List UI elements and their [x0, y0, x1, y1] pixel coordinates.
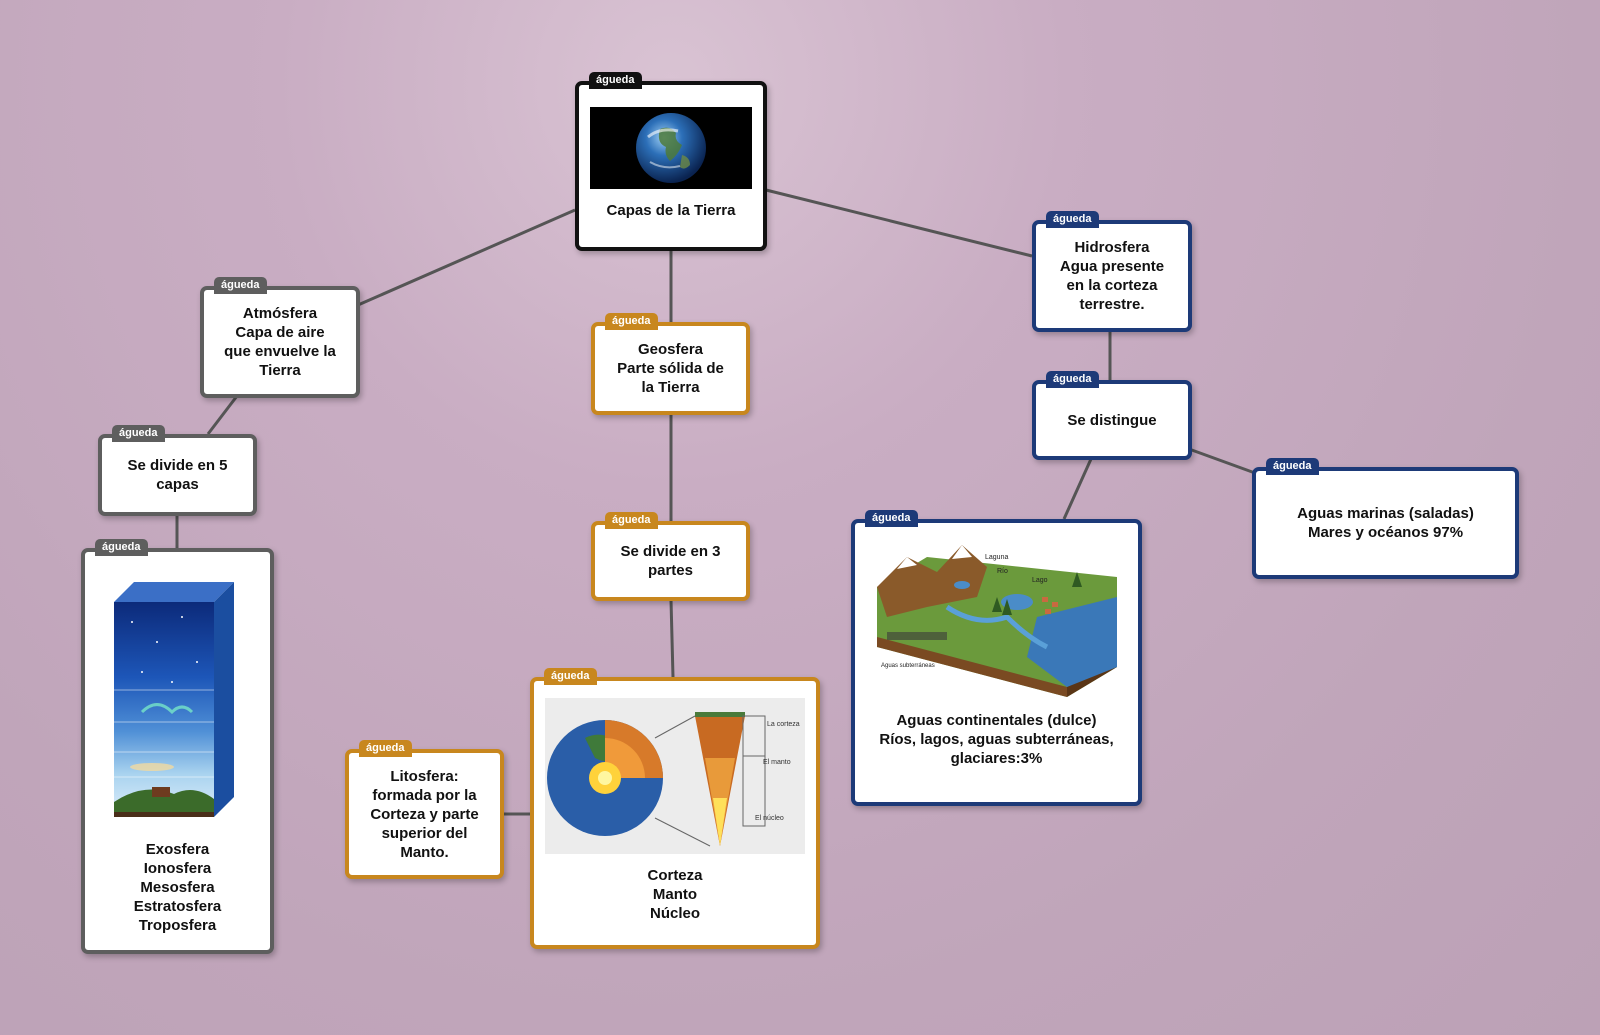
water-landscape-image: Laguna Río Lago Aguas subterráneas [867, 537, 1127, 697]
author-tag: águeda [1266, 458, 1319, 475]
node-divide-3[interactable]: águeda Se divide en 3 partes [591, 512, 750, 601]
node-litosfera[interactable]: águeda Litosfera: formada por la Corteza… [345, 740, 504, 879]
author-tag: águeda [359, 740, 412, 757]
author-tag: águeda [112, 425, 165, 442]
node-text: Se divide en 3 partes [620, 543, 721, 579]
earth-core-image: La corteza El manto El núcleo [545, 698, 805, 854]
node-text: Hidrosfera Agua presente en la corteza t… [1059, 239, 1165, 313]
node-text: Corteza Manto Núcleo [647, 867, 703, 922]
node-text: Aguas marinas (saladas) Mares y océanos … [1297, 505, 1474, 541]
earth-image [590, 107, 752, 189]
water-label-laguna: Laguna [985, 554, 1008, 561]
node-text: Se divide en 5 capas [127, 457, 228, 493]
water-label-subterraneas: Aguas subterráneas [881, 663, 935, 669]
author-tag: águeda [1046, 371, 1099, 388]
author-tag: águeda [865, 510, 918, 527]
node-text: Capas de la Tierra [606, 202, 736, 219]
node-divide-5[interactable]: águeda Se divide en 5 capas [98, 425, 257, 516]
node-aguas-continentales[interactable]: águeda Laguna Río Lago Agua [851, 510, 1142, 806]
node-capas-tierra[interactable]: águeda Capas de la Tierra [575, 72, 767, 251]
core-label-manto: El manto [763, 759, 791, 766]
core-label-nucleo: El núcleo [755, 815, 784, 822]
node-text: Exosfera Ionosfera Mesosfera Estratosfer… [133, 841, 222, 934]
author-tag: águeda [544, 668, 597, 685]
atmosphere-layers-image [112, 572, 244, 822]
water-label-rio: Río [997, 568, 1008, 575]
node-text: Geosfera Parte sólida de la Tierra [617, 341, 724, 396]
author-tag: águeda [589, 72, 642, 89]
author-tag: águeda [605, 512, 658, 529]
node-text: Se distingue [1067, 411, 1157, 429]
node-atmosfera[interactable]: águeda Atmósfera Capa de aire que envuel… [200, 277, 360, 398]
node-geosfera[interactable]: águeda Geosfera Parte sólida de la Tierr… [591, 313, 750, 415]
earth-globe-icon [636, 113, 706, 183]
link-root-hidrosfera [765, 188, 1033, 258]
author-tag: águeda [605, 313, 658, 330]
node-capas-atmosfera[interactable]: águeda [81, 539, 274, 954]
author-tag: águeda [1046, 211, 1099, 228]
node-hidrosfera[interactable]: águeda Hidrosfera Agua presente en la co… [1032, 211, 1192, 332]
node-se-distingue[interactable]: águeda Se distingue [1032, 371, 1192, 460]
author-tag: águeda [214, 277, 267, 294]
node-text: Atmósfera Capa de aire que envuelve la T… [224, 305, 336, 379]
core-label-corteza: La corteza [767, 721, 800, 728]
node-text: Aguas continentales (dulce) Ríos, lagos,… [879, 712, 1114, 767]
link-distingue-marinas [1188, 447, 1256, 475]
water-label-lago: Lago [1032, 577, 1048, 584]
node-aguas-marinas[interactable]: águeda Aguas marinas (saladas) Mares y o… [1252, 458, 1519, 579]
link-atmosfera-divide5 [206, 395, 239, 435]
link-distingue-continentales [1062, 458, 1093, 520]
node-partes-tierra[interactable]: águeda La corteza El manto El núcleo Cor… [530, 668, 820, 949]
link-root-atmosfera [357, 208, 576, 307]
link-divide3-partes [669, 599, 675, 678]
node-text: Litosfera: formada por la Corteza y part… [370, 767, 479, 861]
author-tag: águeda [95, 539, 148, 556]
